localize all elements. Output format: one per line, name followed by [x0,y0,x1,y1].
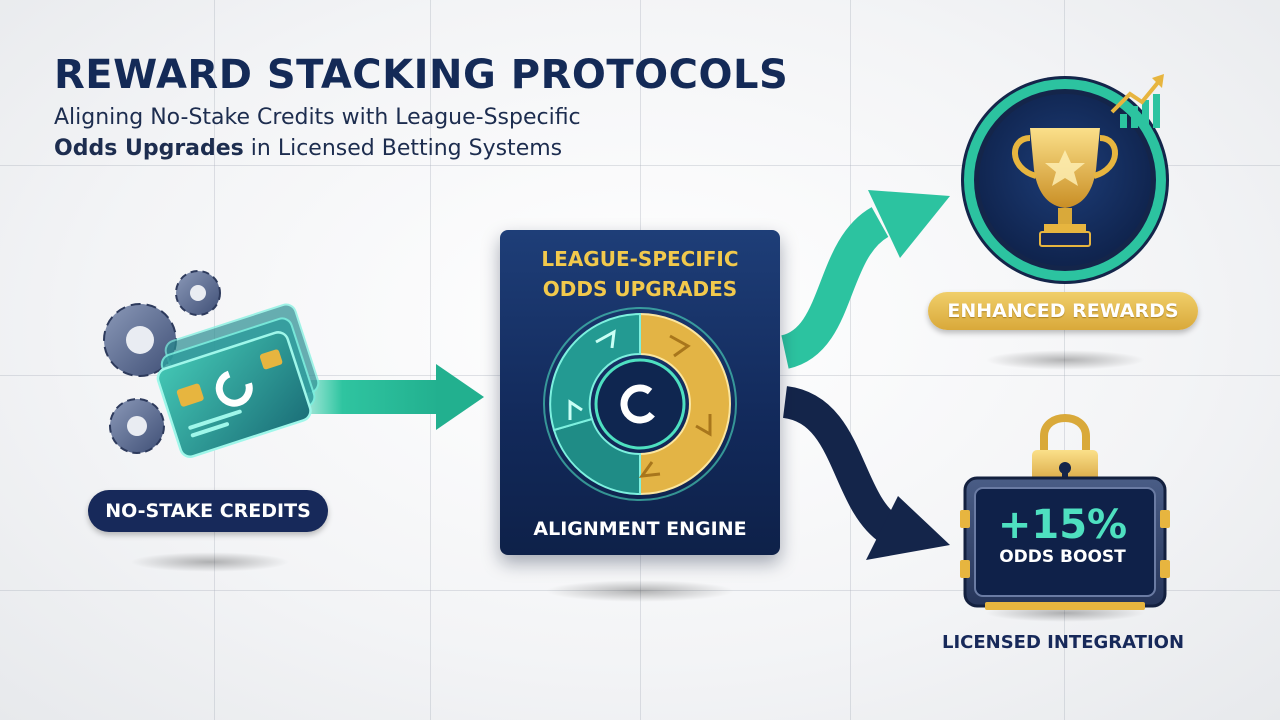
boost-label: ODDS BOOST [999,547,1126,567]
credits-shadow [130,552,290,572]
engine-title-line-1: LEAGUE-SPECIFIC [541,247,739,271]
engine-title: LEAGUE-SPECIFIC ODDS UPGRADES [500,244,780,304]
growth-chart-icon [1110,74,1164,128]
licensed-label: LICENSED INTEGRATION [941,632,1185,653]
page-subtitle: Aligning No-Stake Credits with League-Ss… [54,102,581,164]
grid-line [850,0,851,720]
subtitle-emphasis: Odds Upgrades [54,136,244,161]
alignment-engine-card: LEAGUE-SPECIFIC ODDS UPGRADES ALIGNMENT … [500,230,780,555]
credit-logo-icon [620,384,660,424]
engine-ring-graphic [543,307,737,501]
trophy-icon [1012,128,1118,247]
subtitle-line-2: Odds Upgrades in Licensed Betting System… [54,133,581,164]
arrow-engine-to-rewards [779,190,950,369]
rewards-label: ENHANCED REWARDS [928,292,1198,330]
rewards-shadow [985,350,1145,370]
grid-line [430,0,431,720]
engine-title-line-2: ODDS UPGRADES [542,277,738,301]
arrow-engine-to-licensed [781,386,950,560]
odds-boost-display: +15% ODDS BOOST [975,503,1150,567]
gear-icon [103,303,177,377]
boost-value: +15% [997,502,1128,548]
credit-cards-icon [156,303,320,458]
gear-icon [175,270,221,316]
grid-line [0,165,1280,166]
subtitle-rest: in Licensed Betting Systems [243,136,563,161]
engine-footer: ALIGNMENT ENGINE [533,518,747,540]
page-title: REWARD STACKING PROTOCOLS [54,52,789,98]
credits-label: NO-STAKE CREDITS [88,490,328,532]
grid-line [1064,0,1065,720]
subtitle-line-1: Aligning No-Stake Credits with League-Ss… [54,105,581,130]
vault-icon [960,476,1170,610]
engine-shadow [545,580,735,602]
grid-line [0,590,1280,591]
gear-icon [109,398,165,454]
